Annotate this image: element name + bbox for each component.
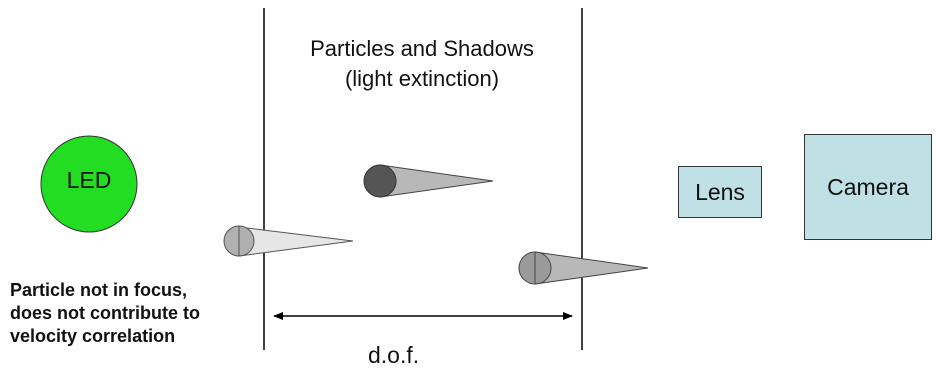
led-label: LED xyxy=(66,167,112,193)
diagram-title: Particles and Shadows (light extinction) xyxy=(264,34,580,94)
led-circle xyxy=(40,135,138,233)
shadow-cone xyxy=(379,164,494,198)
title-line-1: Particles and Shadows xyxy=(310,36,534,61)
note-line-2: does not contribute to xyxy=(10,303,200,323)
particle-in-focus-right xyxy=(518,251,649,285)
note-line-3: velocity correlation xyxy=(10,326,176,346)
lens-box: Lens xyxy=(678,166,762,218)
out-of-focus-note: Particle not in focus, does not contribu… xyxy=(10,279,200,348)
lens-label: Lens xyxy=(695,178,745,205)
camera-label: Camera xyxy=(827,173,909,200)
particle-out-of-focus xyxy=(223,225,354,257)
shadow-cone xyxy=(238,226,354,257)
note-line-1: Particle not in focus, xyxy=(10,280,188,300)
title-line-2: (light extinction) xyxy=(344,66,500,91)
particle-in-focus-top xyxy=(363,164,494,198)
shadow-cone xyxy=(534,251,649,285)
dof-label: d.o.f. xyxy=(368,342,420,368)
particle-circle xyxy=(363,164,397,198)
camera-box: Camera xyxy=(804,134,932,240)
